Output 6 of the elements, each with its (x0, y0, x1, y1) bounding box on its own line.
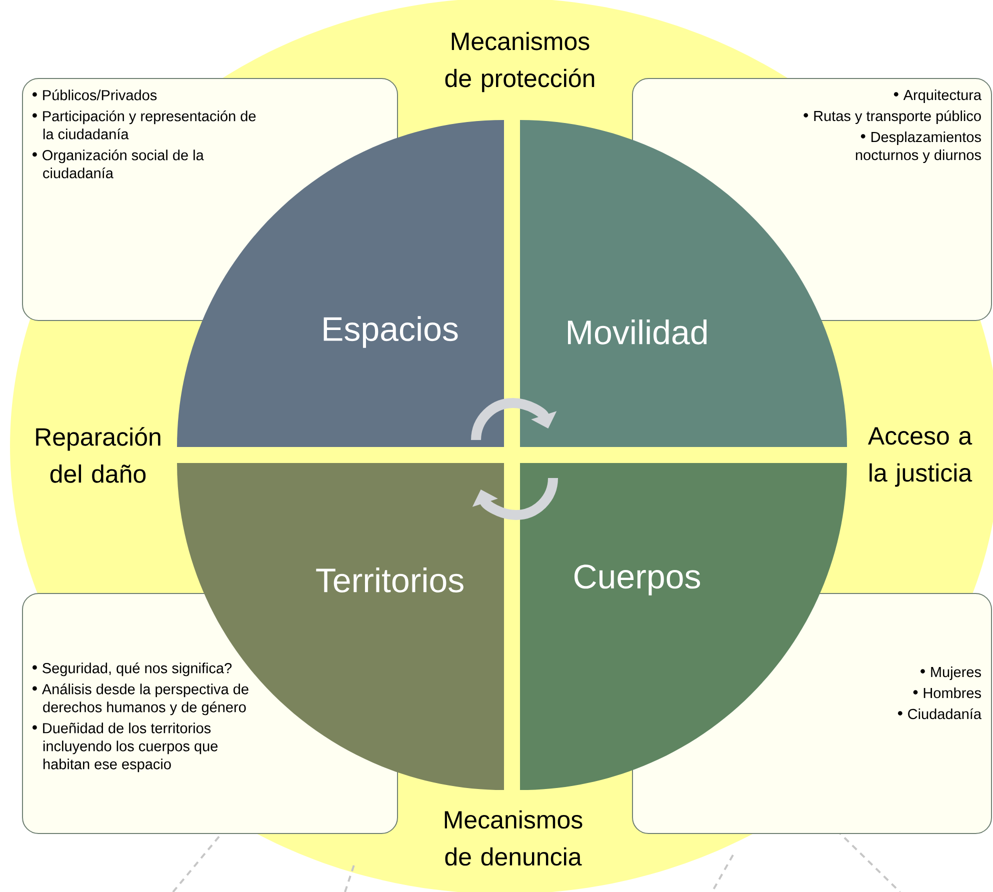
label: Mecanismos de protección (445, 32, 594, 92)
quadrant: Cuerpos (520, 463, 847, 790)
label: Mecanismos de denuncia (444, 810, 582, 866)
quadrant: Movilidad (520, 120, 847, 447)
label: Acceso a la justicia (868, 427, 972, 487)
label: Reparación del daño (36, 427, 160, 483)
